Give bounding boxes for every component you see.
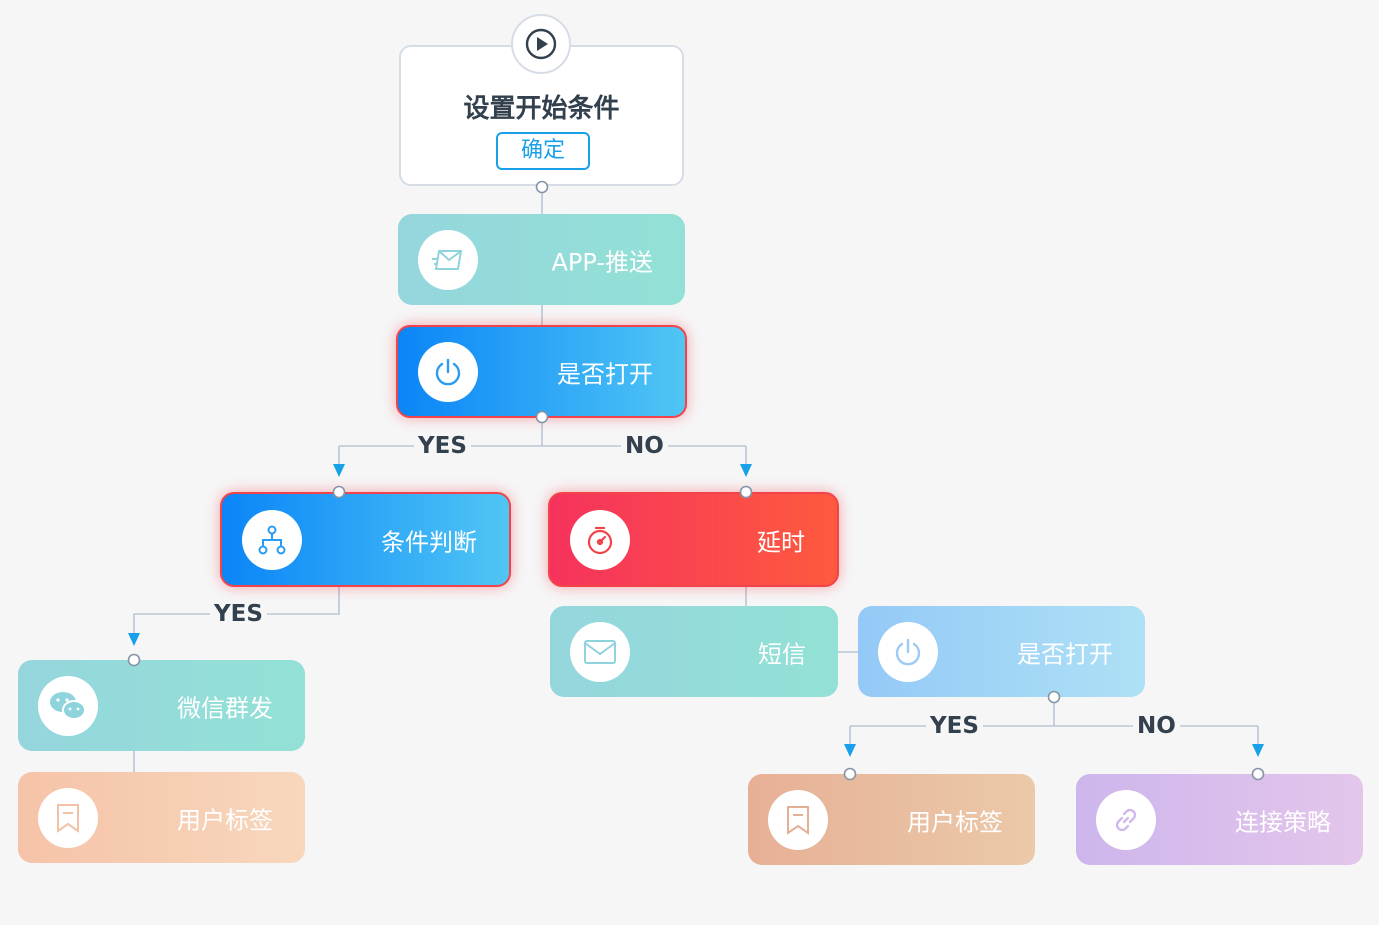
stopwatch-icon: [570, 509, 630, 570]
arrow-head: [844, 744, 856, 757]
node-label: 用户标签: [177, 806, 273, 834]
node-user-tag-1[interactable]: 用户标签: [18, 772, 305, 863]
node-label: 是否打开: [557, 360, 653, 388]
node-label: 连接策略: [1235, 808, 1331, 836]
play-icon[interactable]: [511, 14, 571, 74]
arrow-head: [1252, 744, 1264, 757]
node-is-open-2[interactable]: 是否打开: [858, 606, 1145, 697]
node-label: APP-推送: [551, 248, 654, 276]
port-dot: [332, 485, 346, 499]
confirm-button[interactable]: 确定: [496, 132, 590, 170]
port-dot: [843, 767, 857, 781]
bookmark-tag-icon: [38, 787, 98, 848]
node-condition[interactable]: 条件判断: [220, 492, 511, 587]
arrow-head: [740, 464, 752, 477]
node-label: 短信: [758, 640, 806, 668]
wechat-icon: [38, 675, 98, 736]
arrow-head: [128, 633, 140, 646]
branch-label-yes: YES: [210, 601, 267, 627]
branch-label-no: NO: [1133, 713, 1180, 739]
node-delay[interactable]: 延时: [548, 492, 839, 587]
node-user-tag-2[interactable]: 用户标签: [748, 774, 1035, 865]
envelope-icon: [570, 621, 630, 682]
node-sms[interactable]: 短信: [550, 606, 838, 697]
branch-tree-icon: [242, 509, 302, 570]
port-dot: [535, 410, 549, 424]
port-dot: [1251, 767, 1265, 781]
port-dot: [535, 180, 549, 194]
node-label: 微信群发: [177, 694, 273, 722]
node-label: 延时: [757, 528, 805, 556]
branch-label-yes: YES: [926, 713, 983, 739]
port-dot: [1047, 690, 1061, 704]
power-icon: [878, 621, 938, 682]
node-is-open-1[interactable]: 是否打开: [396, 325, 687, 418]
port-dot: [739, 485, 753, 499]
node-label: 是否打开: [1017, 640, 1113, 668]
node-label: 用户标签: [907, 808, 1003, 836]
branch-label-yes: YES: [414, 433, 471, 459]
link-icon: [1096, 789, 1156, 850]
node-label: 条件判断: [381, 528, 477, 556]
branch-label-no: NO: [621, 433, 668, 459]
node-app-push[interactable]: APP-推送: [398, 214, 685, 305]
port-dot: [127, 653, 141, 667]
power-icon: [418, 341, 478, 402]
send-mail-icon: [418, 229, 478, 290]
bookmark-tag-icon: [768, 789, 828, 850]
node-wechat-broadcast[interactable]: 微信群发: [18, 660, 305, 751]
arrow-head: [333, 464, 345, 477]
node-link-strategy[interactable]: 连接策略: [1076, 774, 1363, 865]
start-title: 设置开始条件: [463, 94, 620, 124]
